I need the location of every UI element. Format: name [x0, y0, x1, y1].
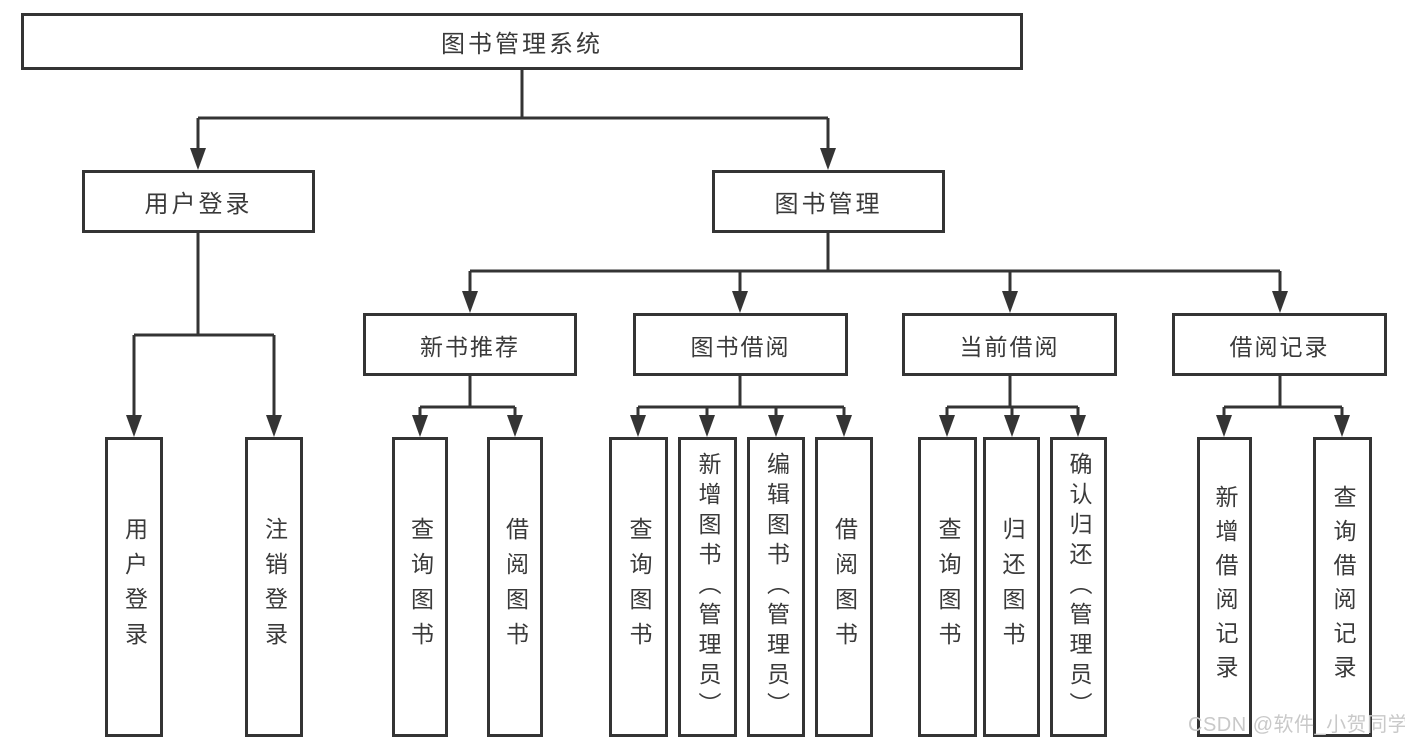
leaf-add-books-admin: 新增图书（管理员） [678, 437, 737, 737]
arrow-down-icon [412, 415, 428, 437]
leaf-query-books-recommend: 查询图书 [392, 437, 448, 737]
leaf-borrow-books-recommend: 借阅图书 [487, 437, 543, 737]
node-label: 查询图书 [935, 517, 961, 657]
node-label: 借阅图书 [831, 517, 858, 657]
node-user-login: 用户登录 [82, 170, 315, 233]
leaf-query-books-borrowing: 查询图书 [609, 437, 668, 737]
node-label: 借阅图书 [502, 517, 529, 657]
node-new-book-recommend: 新书推荐 [363, 313, 577, 376]
arrow-down-icon [768, 415, 784, 437]
arrow-down-icon [820, 148, 836, 170]
node-label: 确认归还（管理员） [1066, 452, 1092, 722]
node-current-borrowing: 当前借阅 [902, 313, 1117, 376]
arrow-down-icon [630, 415, 646, 437]
arrow-down-icon [1004, 415, 1020, 437]
arrow-down-icon [1070, 415, 1086, 437]
arrow-down-icon [462, 291, 478, 313]
node-label: 图书管理 [774, 191, 883, 218]
node-label: 图书借阅 [690, 333, 791, 360]
arrow-down-icon [1272, 291, 1288, 313]
node-label: 新书推荐 [420, 333, 520, 360]
node-label: 查询图书 [626, 517, 652, 657]
arrow-down-icon [836, 415, 852, 437]
tree-edges [132, 69, 1344, 417]
node-label: 查询图书 [407, 517, 434, 657]
arrowheads [126, 148, 1350, 437]
node-label: 用户登录 [121, 517, 148, 657]
leaf-return-books: 归还图书 [983, 437, 1040, 737]
node-label: 查询借阅记录 [1330, 485, 1356, 689]
leaf-logout: 注销登录 [245, 437, 303, 737]
node-label: 新增图书（管理员） [695, 452, 721, 722]
leaf-add-borrow-record: 新增借阅记录 [1197, 437, 1252, 737]
arrow-down-icon [1216, 415, 1232, 437]
node-label: 编辑图书（管理员） [763, 452, 790, 722]
node-label: 归还图书 [999, 517, 1025, 657]
arrow-down-icon [939, 415, 955, 437]
arrow-down-icon [126, 415, 142, 437]
node-label: 当前借阅 [959, 333, 1060, 360]
node-borrowing-records: 借阅记录 [1172, 313, 1387, 376]
node-library-management-system: 图书管理系统 [21, 13, 1023, 70]
node-label: 图书管理系统 [441, 31, 603, 58]
arrow-down-icon [699, 415, 715, 437]
leaf-query-books-current: 查询图书 [918, 437, 977, 737]
leaf-edit-books-admin: 编辑图书（管理员） [747, 437, 805, 737]
node-label: 新增借阅记录 [1212, 485, 1238, 689]
arrow-down-icon [190, 148, 206, 170]
leaf-user-login: 用户登录 [105, 437, 163, 737]
node-book-management: 图书管理 [712, 170, 945, 233]
arrow-down-icon [266, 415, 282, 437]
arrow-down-icon [1002, 291, 1018, 313]
arrow-down-icon [1334, 415, 1350, 437]
node-book-borrowing: 图书借阅 [633, 313, 848, 376]
leaf-confirm-return-admin: 确认归还（管理员） [1050, 437, 1107, 737]
arrow-down-icon [732, 291, 748, 313]
leaf-query-borrow-record: 查询借阅记录 [1313, 437, 1372, 737]
node-label: 用户登录 [144, 191, 253, 218]
arrow-down-icon [507, 415, 523, 437]
csdn-watermark: CSDN @软件_小贺同学 [1188, 714, 1405, 736]
node-label: 注销登录 [261, 517, 288, 657]
leaf-borrow-books-borrowing: 借阅图书 [815, 437, 873, 737]
node-label: 借阅记录 [1229, 333, 1330, 360]
